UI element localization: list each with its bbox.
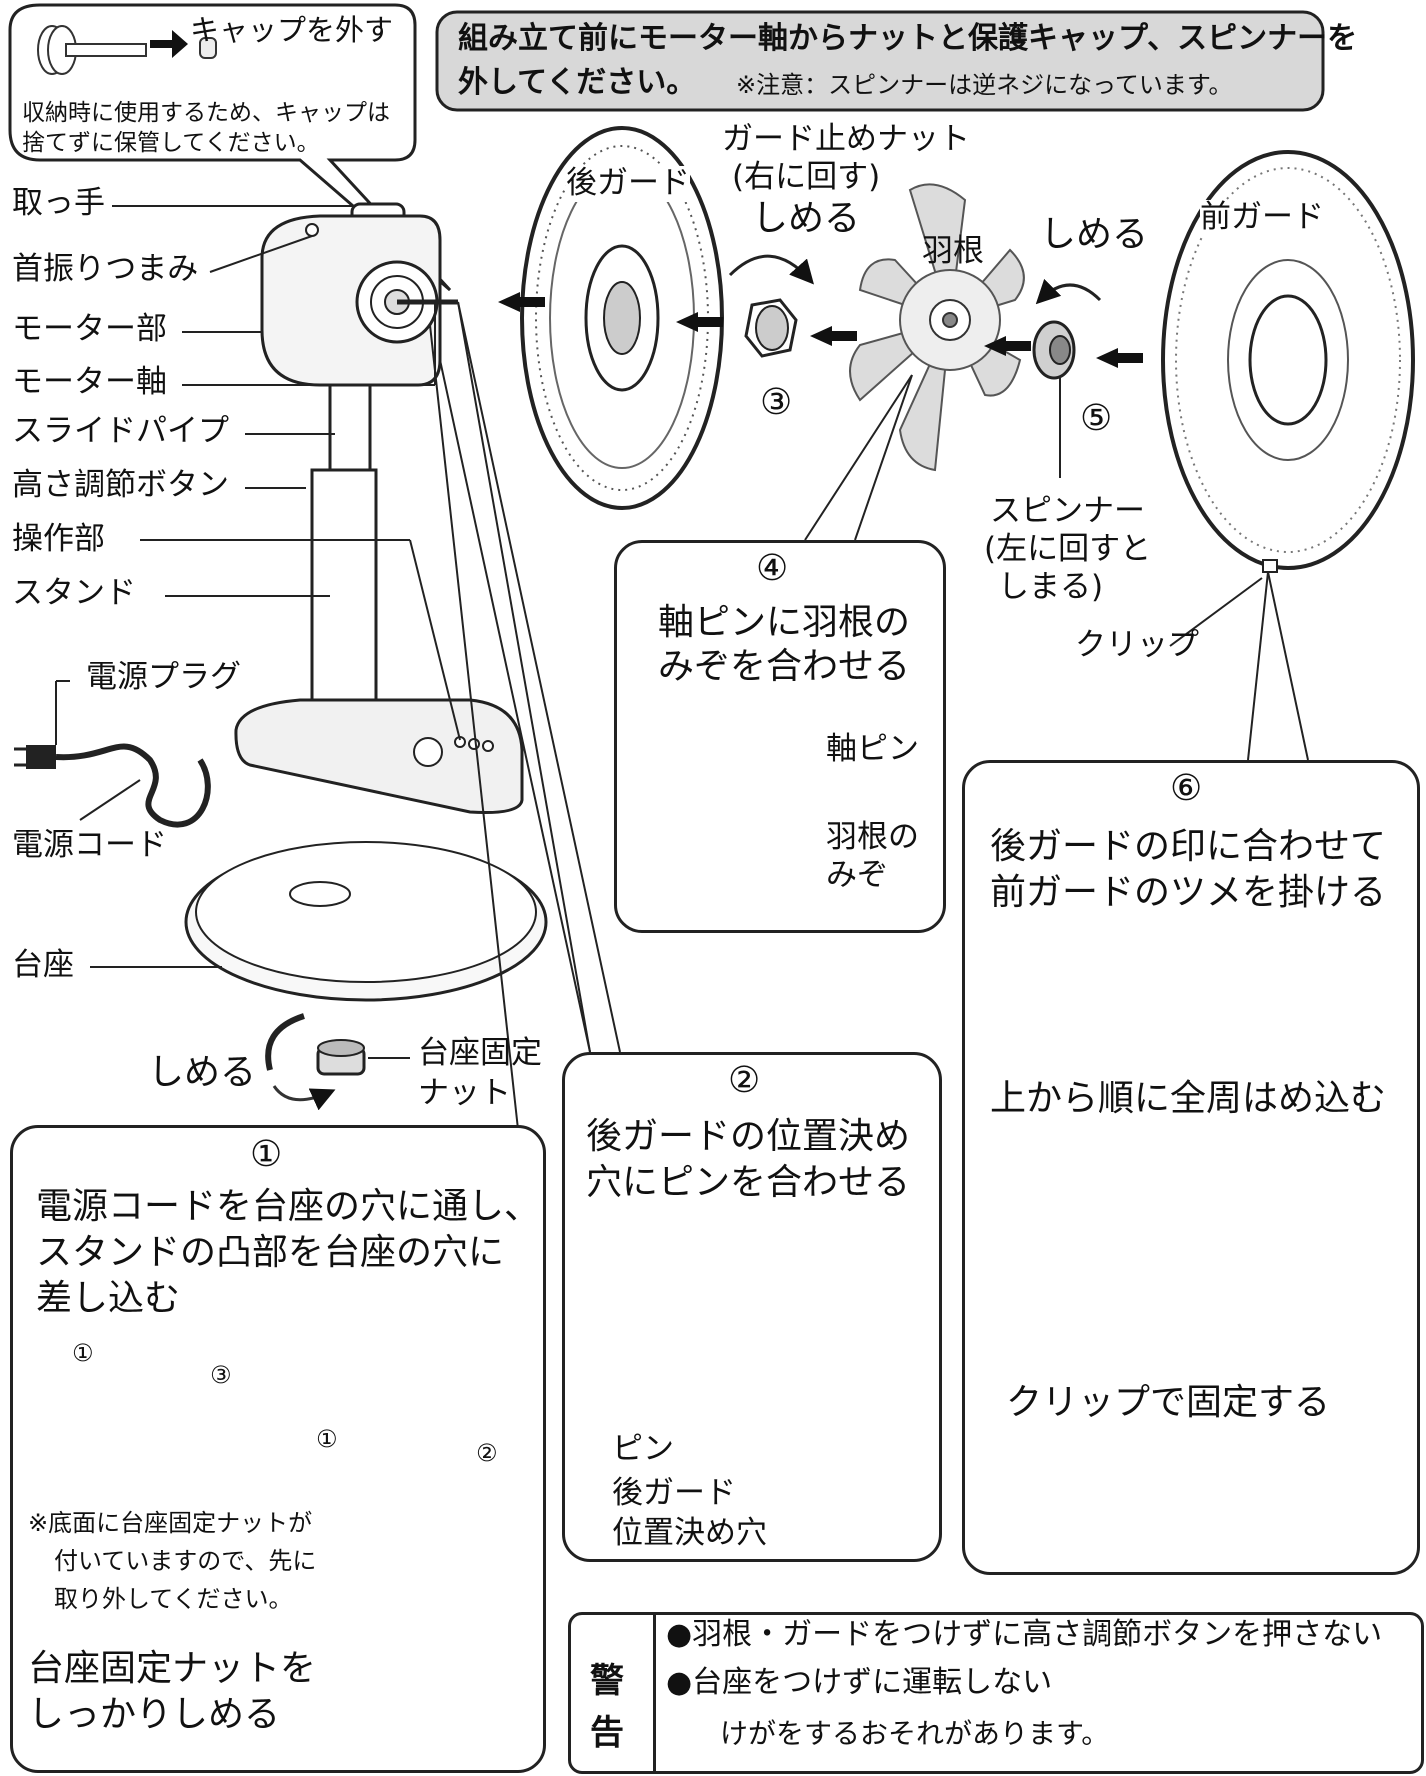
- label-guard-nut-1: ガード止めナット: [722, 121, 970, 157]
- label-motor: モーター部: [12, 311, 167, 347]
- label-slide-pipe: スライドパイプ: [12, 413, 229, 449]
- banner-line2: 外してください。: [458, 65, 697, 100]
- label-power-cord: 電源コード: [12, 827, 167, 863]
- label-pin: ピン: [612, 1431, 674, 1467]
- step6-line1: 後ガードの印に合わせて: [990, 826, 1387, 867]
- step1-line3: 差し込む: [36, 1278, 181, 1319]
- step6-line3: 上から順に全周はめ込む: [990, 1078, 1387, 1119]
- label-position-hole-1: 後ガード: [612, 1475, 736, 1511]
- label-groove-2: みぞ: [826, 857, 888, 893]
- base-nut-drawing: [265, 1013, 366, 1111]
- step1-nut-line1: 台座固定ナットを: [28, 1648, 317, 1689]
- banner-line1: 組み立て前にモーター軸からナットと保護キャップ、スピンナーを: [458, 21, 1358, 56]
- label-spinner-1: スピンナー: [990, 493, 1145, 529]
- label-swing-knob: 首振りつまみ: [12, 251, 199, 287]
- step6-panel: [962, 760, 1420, 1575]
- step1-number: ①: [250, 1134, 283, 1175]
- step4-line2: みぞを合わせる: [658, 646, 911, 687]
- label-base-nut-2: ナット: [418, 1075, 511, 1111]
- cap-remove-label: キャップを外す: [190, 13, 394, 47]
- base-drawing: [184, 841, 548, 1002]
- warning-divider: [653, 1615, 656, 1774]
- label-groove-1: 羽根の: [826, 819, 919, 855]
- label-spinner-2: (左に回すと: [984, 531, 1152, 567]
- step1-nut-line2: しっかりしめる: [28, 1694, 281, 1735]
- step6-line4: クリップで固定する: [1006, 1382, 1331, 1423]
- fan-head-drawing: [260, 202, 458, 387]
- label-blade: 羽根: [922, 233, 984, 269]
- warning-panel: [568, 1612, 1424, 1774]
- label-tighten-nut: しめる: [752, 198, 861, 239]
- step1-marker-2: ②: [476, 1439, 498, 1467]
- step6-line2: 前ガードのツメを掛ける: [990, 872, 1387, 913]
- power-cord-drawing: [14, 743, 211, 828]
- label-front-guard: 前ガード: [1200, 199, 1324, 236]
- warning-line3: けがをするおそれがあります。: [720, 1717, 1110, 1750]
- step2-line1: 後ガードの位置決め: [586, 1116, 911, 1157]
- spinner-drawing: [1032, 278, 1102, 478]
- step2-line2: 穴にピンを合わせる: [586, 1162, 911, 1203]
- cap-note-line2: 捨てずに保管してください。: [22, 130, 320, 156]
- warning-line2: ●台座をつけずに運転しない: [666, 1665, 1053, 1700]
- step1-note-1: ※底面に台座固定ナットが: [28, 1509, 313, 1537]
- banner-note: ※注意：スピンナーは逆ネジになっています。: [736, 71, 1233, 99]
- step2-panel: [562, 1052, 942, 1562]
- label-spinner-3: しまる): [998, 569, 1104, 605]
- step4-panel: [614, 540, 946, 933]
- step1-note-2: 付いていますので、先に: [54, 1547, 317, 1575]
- step1-line1: 電源コードを台座の穴に通し、: [36, 1186, 541, 1227]
- label-position-hole-2: 位置決め穴: [612, 1515, 767, 1551]
- step1-marker-1b: ①: [316, 1425, 338, 1453]
- label-tighten-spinner: しめる: [1040, 214, 1149, 255]
- step4-number: ④: [756, 548, 789, 589]
- label-control: 操作部: [12, 521, 105, 557]
- label-shaft-pin: 軸ピン: [826, 731, 919, 767]
- flow-arrows: [498, 292, 1143, 368]
- guard-nut-drawing: [728, 254, 814, 358]
- warning-label-1: 警: [590, 1661, 624, 1701]
- step1-panel: [10, 1125, 546, 1773]
- step1-marker-1: ①: [72, 1339, 94, 1367]
- label-height-button: 高さ調節ボタン: [12, 467, 229, 503]
- warning-label-2: 告: [590, 1713, 624, 1753]
- warning-line1: ●羽根・ガードをつけずに高さ調節ボタンを押さない: [666, 1617, 1383, 1652]
- step6-number: ⑥: [1170, 768, 1203, 809]
- label-stand: スタンド: [12, 575, 136, 611]
- step1-note-3: 取り外してください。: [54, 1585, 293, 1613]
- cap-note-line1: 収納時に使用するため、キャップは: [22, 100, 390, 126]
- label-base: 台座: [12, 947, 74, 983]
- label-guard-nut-2: (右に回す): [732, 159, 881, 195]
- label-motor-shaft: モーター軸: [12, 364, 167, 400]
- label-base-nut-1: 台座固定: [418, 1035, 542, 1071]
- label-power-plug: 電源プラグ: [86, 659, 241, 695]
- label-tighten-base: しめる: [148, 1052, 257, 1093]
- circled-3: ③: [760, 382, 793, 423]
- blade-drawing: [849, 183, 1025, 472]
- step2-number: ②: [728, 1060, 761, 1101]
- step4-line1: 軸ピンに羽根の: [658, 602, 911, 643]
- circled-5: ⑤: [1080, 398, 1113, 439]
- label-rear-guard: 後ガード: [566, 165, 690, 202]
- label-handle: 取っ手: [12, 185, 105, 221]
- click-sound-label: カチッ: [1214, 1467, 1274, 1491]
- label-clip: クリップ: [1075, 627, 1199, 663]
- step1-line2: スタンドの凸部を台座の穴に: [36, 1232, 505, 1273]
- step1-marker-3: ③: [210, 1361, 232, 1389]
- fan-stand-drawing: [234, 383, 524, 814]
